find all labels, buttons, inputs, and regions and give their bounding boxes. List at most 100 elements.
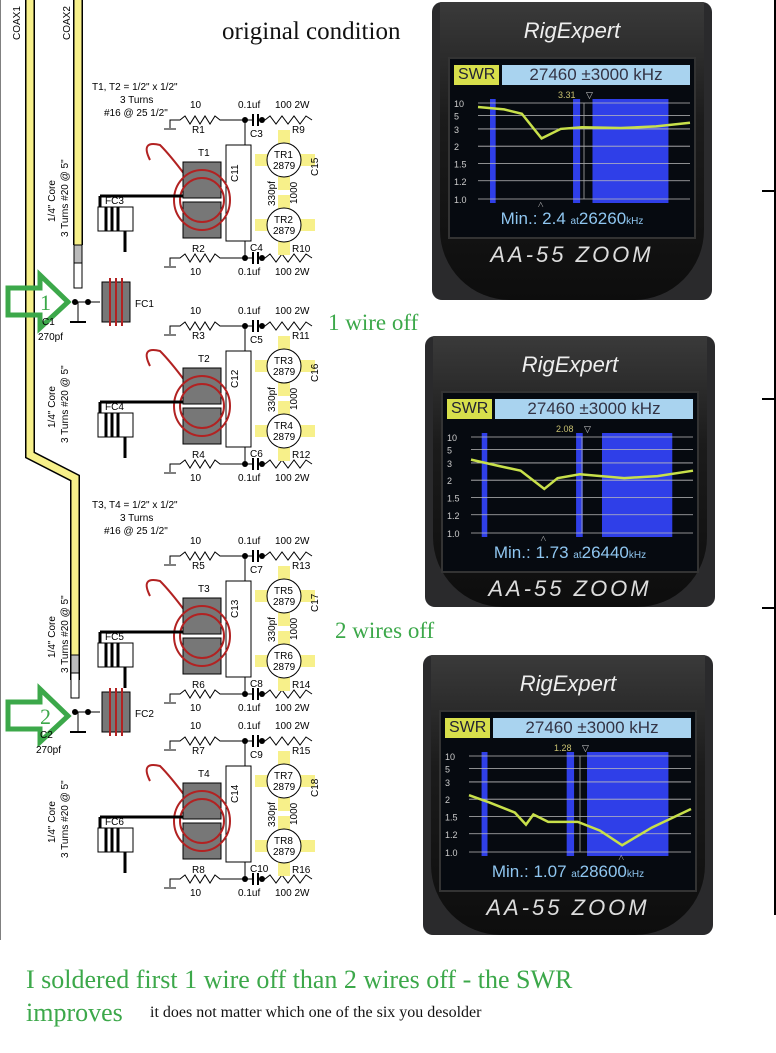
resistor-value: 100 2W xyxy=(275,721,310,732)
resistor-label: R4 xyxy=(192,450,205,461)
transformer-note: 3 Turns xyxy=(120,95,153,106)
band-marker xyxy=(566,752,575,856)
tick-label: 3 xyxy=(447,459,452,469)
capacitor-label: C8 xyxy=(250,679,263,690)
resistor-value: 100 2W xyxy=(275,473,310,484)
tick-label: 5 xyxy=(447,445,452,455)
band-marker xyxy=(481,433,488,537)
core-note: 1/4" Core xyxy=(47,616,58,658)
resistor-label: R8 xyxy=(192,865,205,876)
input-arrow-1: 1 xyxy=(5,269,72,334)
resistor-value: 10 xyxy=(190,306,202,317)
resistor-value: 100 2W xyxy=(275,888,310,899)
marker-value: 2.08 xyxy=(556,424,574,434)
capacitor-value: 330pf xyxy=(267,181,278,206)
transformer-note: T1, T2 = 1/2" x 1/2" xyxy=(92,82,178,93)
resistor-label: R2 xyxy=(192,244,205,255)
resistor-value: 1000 xyxy=(289,387,300,410)
band-marker xyxy=(576,433,583,537)
transistor-label: TR8 xyxy=(274,836,293,847)
mode-badge: SWR xyxy=(454,65,500,85)
resistor-label: R11 xyxy=(292,331,310,342)
svg-text:2: 2 xyxy=(40,704,51,729)
tick-label: 10 xyxy=(447,433,457,443)
resistor-value: 10 xyxy=(190,267,202,278)
resistor-label: R3 xyxy=(192,331,205,342)
resistor-value: 10 xyxy=(190,536,202,547)
capacitor-value: 330pf xyxy=(267,617,278,642)
core-note: 3 Turns #20 @ 5" xyxy=(60,780,71,858)
resistor-value: 1000 xyxy=(289,802,300,825)
transformer-note: 3 Turns xyxy=(120,513,153,524)
resistor-label: R16 xyxy=(292,865,311,876)
input-arrow-2: 2 xyxy=(5,683,72,748)
tick-label: 1.5 xyxy=(445,812,458,822)
band-marker xyxy=(573,99,581,203)
capacitor-value: 330pf xyxy=(267,387,278,412)
capacitor-value: 0.1uf xyxy=(238,306,260,317)
c2-value: 270pf xyxy=(36,745,61,756)
core-note: 1/4" Core xyxy=(47,801,58,843)
marker-icon: ▽ xyxy=(584,424,591,434)
resistor-label: R9 xyxy=(292,125,305,136)
min-marker-icon: △ xyxy=(538,200,545,207)
capacitor-label: C10 xyxy=(250,864,269,875)
swr-curve xyxy=(468,793,692,847)
footer-line-1: I soldered first 1 wire off than 2 wires… xyxy=(26,965,573,994)
c1-label: C1 xyxy=(42,317,55,328)
band-marker xyxy=(587,752,669,856)
transformer-label: T1 xyxy=(198,148,210,159)
resistor-value: 10 xyxy=(190,888,202,899)
brand-logo: RigExpert xyxy=(521,352,619,377)
transistor-label: TR2 xyxy=(274,215,293,226)
marker-icon: ▽ xyxy=(586,90,593,100)
transistor-label: TR6 xyxy=(274,651,293,662)
tick-label: 3 xyxy=(454,125,459,135)
capacitor-label: C14 xyxy=(230,784,241,803)
transistor-value: 2879 xyxy=(273,662,296,673)
band-marker xyxy=(490,99,496,203)
choke-label: FC3 xyxy=(105,196,124,207)
core-note: 3 Turns #20 @ 5" xyxy=(60,365,71,443)
resistor-label: R10 xyxy=(292,244,311,255)
resistor-value: 100 2W xyxy=(275,267,310,278)
resistor-label: R15 xyxy=(292,746,311,757)
resistor-label: R14 xyxy=(292,680,311,691)
resistor-label: R1 xyxy=(192,125,205,136)
core-note: 3 Turns #20 @ 5" xyxy=(60,159,71,237)
capacitor-label: C3 xyxy=(250,129,263,140)
transistor-value: 2879 xyxy=(273,597,296,608)
tick-label: 1.2 xyxy=(454,177,467,187)
resistor-label: R7 xyxy=(192,746,205,757)
capacitor-value: 0.1uf xyxy=(238,888,260,899)
transistor-value: 2879 xyxy=(273,432,296,443)
resistor-value: 100 2W xyxy=(275,306,310,317)
resistor-value: 100 2W xyxy=(275,703,310,714)
brand-logo: RigExpert xyxy=(519,671,617,696)
capacitor-label: C13 xyxy=(230,599,241,618)
min-marker-icon: △ xyxy=(618,853,625,860)
resistor-label: R12 xyxy=(292,450,311,461)
frequency-range: 27460 ±3000 kHz xyxy=(502,65,690,85)
tick-label: 2 xyxy=(447,476,452,486)
transformer-label: T4 xyxy=(198,769,210,780)
resistor-value: 10 xyxy=(190,721,202,732)
capacitor-label: C6 xyxy=(250,449,263,460)
capacitor-value: 0.1uf xyxy=(238,721,260,732)
frequency-range: 27460 ±3000 kHz xyxy=(493,718,691,738)
band-marker xyxy=(601,433,673,537)
tick-label: 1.0 xyxy=(447,529,460,539)
swr-curve xyxy=(470,458,694,491)
core-note: 1/4" Core xyxy=(47,180,58,222)
resistor-value: 1000 xyxy=(289,181,300,204)
resistor-value: 100 2W xyxy=(275,100,310,111)
footer-note: it does not matter which one of the six … xyxy=(150,1004,482,1021)
